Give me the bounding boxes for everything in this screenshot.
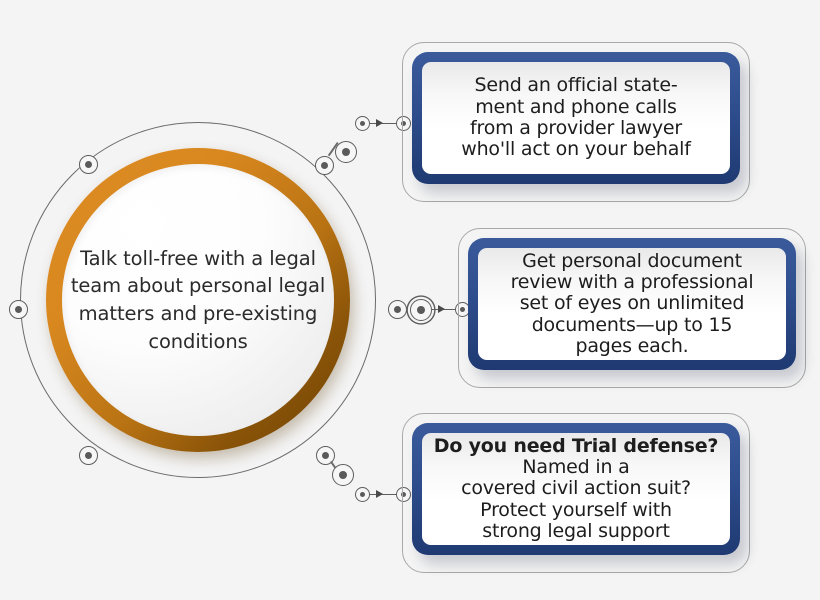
statement-line-3: from a provider lawyer xyxy=(470,117,682,139)
branch-outline-trial-defense xyxy=(402,413,750,573)
branch-node-bottom[interactable] xyxy=(332,464,354,486)
branch-card-trial-defense[interactable]: Do you need Trial defense? Named in a co… xyxy=(412,423,740,555)
hub-circle: Talk toll-free with a legal team about p… xyxy=(20,122,376,478)
statement-line-4: who'll act on your behalf xyxy=(461,138,691,161)
branch-node-top[interactable] xyxy=(335,141,357,163)
branch-card-statement-text: Send an official state- ment and phone c… xyxy=(461,74,691,161)
connector-bottom-line xyxy=(370,494,398,496)
hub-inner-disc: Talk toll-free with a legal team about p… xyxy=(62,164,334,436)
connector-top-target-node[interactable] xyxy=(396,116,411,131)
branch-outline-statement xyxy=(402,42,750,202)
hub-node-left[interactable] xyxy=(9,300,28,319)
branch-card-document-review[interactable]: Get personal document review with a prof… xyxy=(468,238,796,370)
branch-card-trial-defense-inner: Do you need Trial defense? Named in a co… xyxy=(422,433,730,545)
document-review-line-4: documents—up to 15 xyxy=(531,313,733,336)
statement-line-2: ment and phone calls xyxy=(475,95,677,118)
trial-defense-lead-wrap: Do you need Trial defense? Named in a xyxy=(430,434,722,479)
statement-line-1: Send an official state- xyxy=(474,74,678,97)
trial-defense-bold-lead: Do you need Trial defense? xyxy=(433,434,719,457)
branch-card-document-review-inner: Get personal document review with a prof… xyxy=(478,248,786,360)
document-review-line-3: set of eyes on unlimited xyxy=(519,292,745,315)
branch-card-document-review-text: Get personal document review with a prof… xyxy=(510,249,754,357)
trial-defense-line-4: strong legal support xyxy=(482,519,670,542)
hub-label: Talk toll-free with a legal team about p… xyxy=(70,246,326,353)
branch-card-statement[interactable]: Send an official state- ment and phone c… xyxy=(412,52,740,184)
branch-card-trial-defense-text: Do you need Trial defense? Named in a co… xyxy=(430,434,722,542)
hub-node-bottom-right[interactable] xyxy=(316,446,335,465)
document-review-line-2: review with a professional xyxy=(510,271,754,294)
trial-defense-line-1: Named in a xyxy=(522,456,630,479)
hub-node-right[interactable] xyxy=(388,300,407,319)
connector-bottom-target-node[interactable] xyxy=(396,487,411,502)
connector-middle-source-node[interactable] xyxy=(410,299,432,321)
trial-defense-line-3: Protect yourself with xyxy=(480,498,672,521)
trial-defense-line-2: covered civil action suit? xyxy=(461,477,691,500)
connector-bottom-source-node[interactable] xyxy=(355,487,370,502)
connector-top-arrow-icon xyxy=(376,118,383,127)
connector-middle-arrow-icon xyxy=(438,304,445,313)
hub-node-bottom-left[interactable] xyxy=(79,446,98,465)
branch-outline-document-review xyxy=(458,228,806,388)
hub-node-top-right[interactable] xyxy=(315,156,334,175)
connector-top-line xyxy=(370,123,398,125)
document-review-line-1: Get personal document xyxy=(522,249,742,272)
hub-node-top-left[interactable] xyxy=(79,155,98,174)
branch-card-statement-inner: Send an official state- ment and phone c… xyxy=(422,62,730,174)
connector-bottom-arrow-icon xyxy=(376,489,383,498)
connector-top-source-node[interactable] xyxy=(355,116,370,131)
hub-orange-ring: Talk toll-free with a legal team about p… xyxy=(46,148,350,452)
document-review-line-5: pages each. xyxy=(575,334,689,357)
connector-middle-line xyxy=(432,309,462,311)
